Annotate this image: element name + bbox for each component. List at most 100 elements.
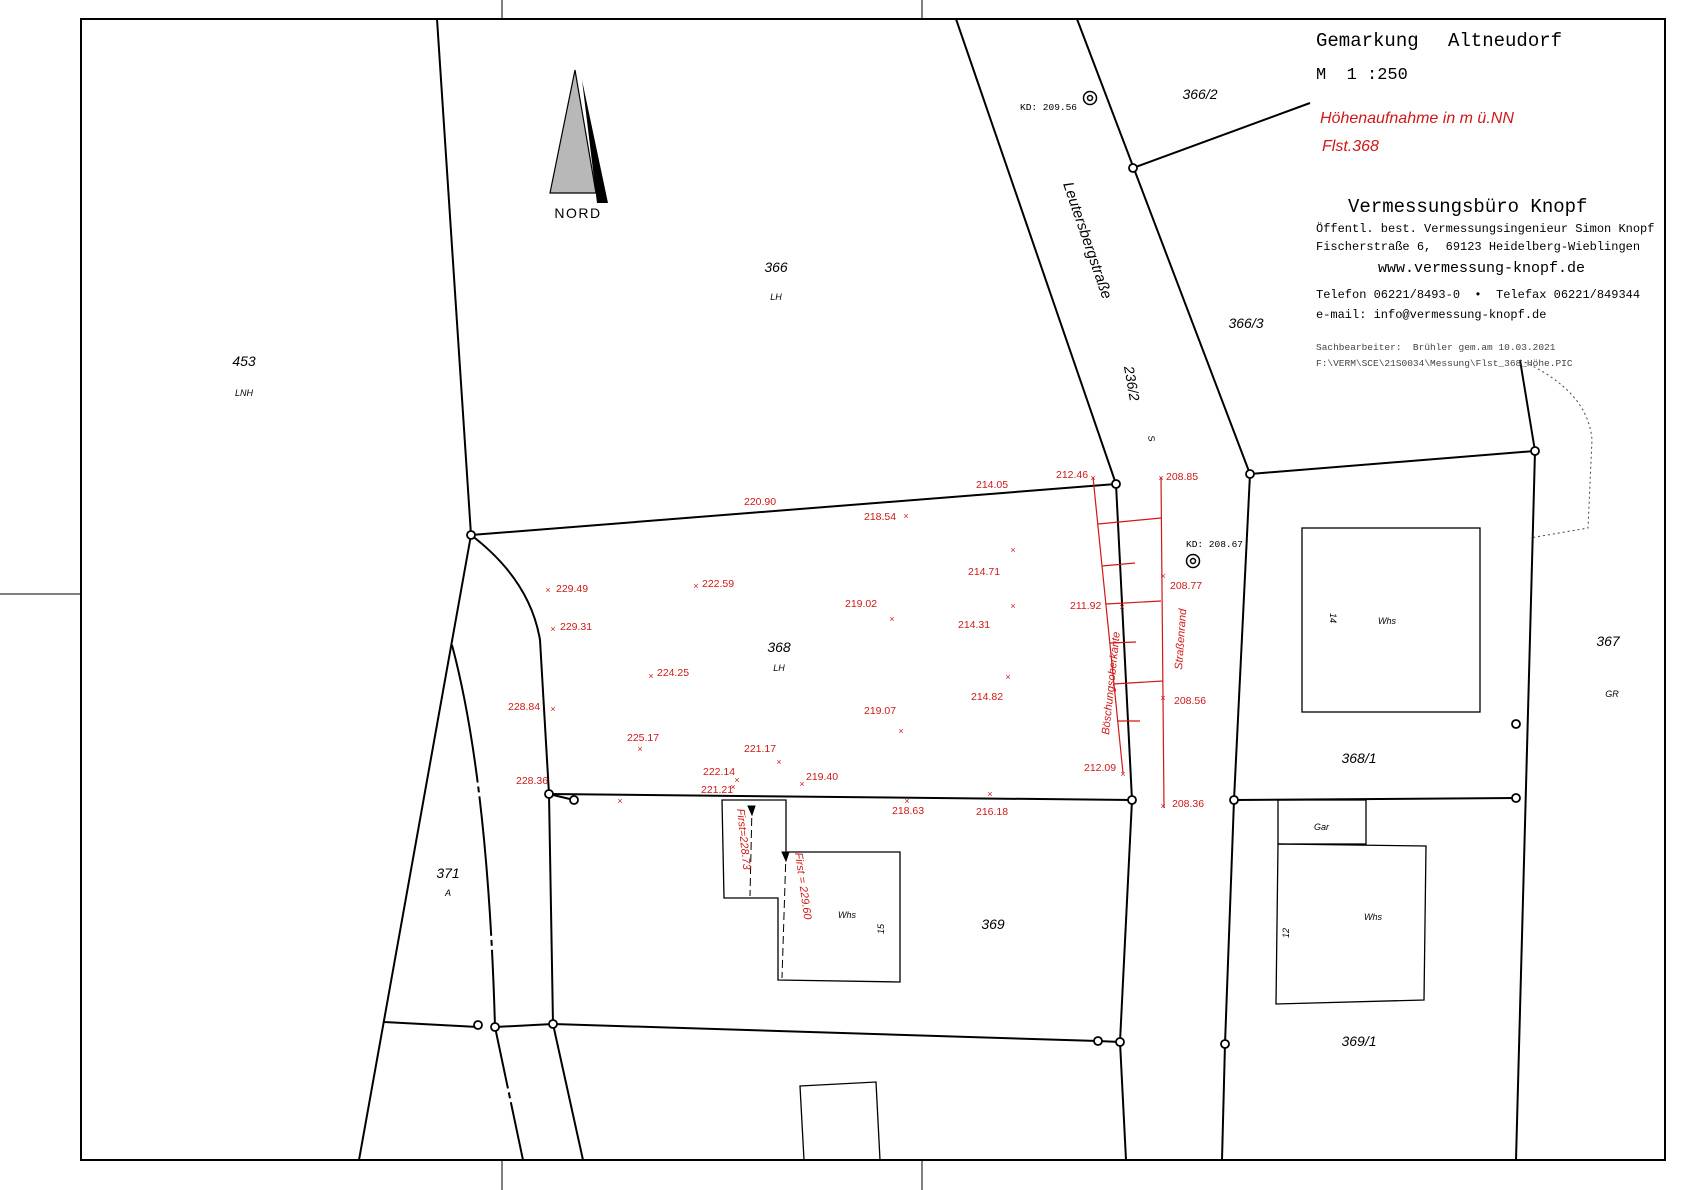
parcel-labels: 453 LNH 366 LH 366/2 366/3 236/2 S 368 L… — [232, 86, 1621, 1049]
spot-height: 228.84 — [508, 701, 540, 713]
parcel-number: 368 — [767, 639, 791, 655]
building-type: Whs — [1364, 912, 1383, 922]
parcel-number: 366 — [764, 259, 788, 275]
spot-height: 220.90 — [744, 496, 776, 508]
boundary-points — [466, 163, 1540, 1049]
spot-height: 222.59 — [702, 578, 734, 590]
north-label: NORD — [554, 205, 601, 221]
parcel-number: 368/1 — [1341, 750, 1376, 766]
gemarkung-name: Altneudorf — [1448, 30, 1563, 52]
building-labels: Whs 14 Gar Whs 12 Whs 15 — [838, 613, 1397, 938]
spot-height: 208.36 — [1172, 798, 1204, 810]
spot-height: 214.05 — [976, 479, 1008, 491]
north-arrow-shadow — [582, 80, 608, 203]
svg-text:×: × — [637, 744, 642, 754]
svg-text:×: × — [617, 796, 622, 806]
kd-label-2: KD: 208.67 — [1186, 539, 1243, 550]
gemarkung-label: Gemarkung — [1316, 30, 1419, 52]
svg-text:×: × — [889, 614, 894, 624]
office-email: e-mail: info@vermessung-knopf.de — [1316, 308, 1547, 322]
svg-text:×: × — [1120, 769, 1125, 779]
svg-text:×: × — [1119, 602, 1124, 612]
ridge-markers — [747, 805, 790, 979]
spot-height: 208.56 — [1174, 695, 1206, 707]
spot-height: 214.71 — [968, 566, 1000, 578]
map-frame — [80, 18, 1666, 1161]
building-type: Whs — [838, 910, 857, 920]
parcel-use: S — [1146, 435, 1157, 443]
svg-text:×: × — [545, 585, 550, 595]
spot-heights: 220.90 214.05 212.46 208.85 218.54 214.7… — [508, 469, 1206, 818]
svg-text:×: × — [799, 779, 804, 789]
svg-text:×: × — [734, 775, 739, 785]
svg-text:×: × — [550, 704, 555, 714]
parcel-use: GR — [1605, 689, 1619, 699]
svg-text:×: × — [1010, 545, 1015, 555]
parcel-number: 366/3 — [1228, 315, 1263, 331]
svg-text:×: × — [550, 624, 555, 634]
svg-text:×: × — [730, 782, 735, 792]
spot-height: 228.36 — [516, 775, 548, 787]
spot-height: 216.18 — [976, 806, 1008, 818]
sheet-marks — [0, 0, 923, 1190]
parcel-use: LH — [773, 663, 785, 673]
spot-height: 219.07 — [864, 705, 896, 717]
svg-text:×: × — [898, 726, 903, 736]
spot-height: 214.82 — [971, 691, 1003, 703]
building-bottom — [799, 1081, 881, 1161]
office-line1: Öffentl. best. Vermessungsingenieur Simo… — [1316, 222, 1655, 236]
spot-height-markers: ×× ×× ×× ×× ×× ×× ×× ×× ×× ×× ×× ×× ×× — [545, 473, 1165, 811]
north-arrow-needle — [549, 69, 597, 194]
svg-text:×: × — [776, 757, 781, 767]
parcel-number: 367 — [1596, 633, 1621, 649]
spot-height: 219.40 — [806, 771, 838, 783]
svg-text:×: × — [1160, 801, 1165, 811]
svg-text:×: × — [1010, 601, 1015, 611]
svg-text:×: × — [1158, 473, 1163, 483]
height-note: Höhenaufnahme in m ü.NN — [1320, 110, 1514, 127]
parcel-number: 369 — [981, 916, 1005, 932]
building-type: Whs — [1378, 616, 1397, 626]
spot-height: 225.17 — [627, 732, 659, 744]
office-clerk: Sachbearbeiter: Brühler gem.am 10.03.202… — [1316, 342, 1556, 353]
kd-label-1: KD: 209.56 — [1020, 102, 1077, 113]
svg-text:×: × — [1090, 473, 1095, 483]
office-name: Vermessungsbüro Knopf — [1348, 196, 1588, 218]
parcel-note: Flst.368 — [1322, 138, 1379, 155]
street-name: Leutersbergstraße — [1059, 180, 1115, 301]
parcel-number: 371 — [436, 865, 459, 881]
building-type: Gar — [1314, 822, 1330, 832]
building-15 — [721, 799, 901, 983]
svg-text:×: × — [904, 796, 909, 806]
parcel-number: 366/2 — [1182, 86, 1217, 102]
spot-height: 218.63 — [892, 805, 924, 817]
buildings — [721, 527, 1481, 1161]
parcel-number: 369/1 — [1341, 1033, 1376, 1049]
building-number: 12 — [1281, 928, 1291, 938]
svg-text:×: × — [693, 581, 698, 591]
svg-text:×: × — [1160, 693, 1165, 703]
svg-text:×: × — [648, 671, 653, 681]
building-garage — [1277, 799, 1367, 845]
label-first2: First = 229.60 — [792, 852, 813, 921]
survey-lines — [1092, 476, 1165, 809]
office-filepath: F:\VERM\SCE\21S0034\Messung\Flst_368_Höh… — [1316, 358, 1573, 369]
kd-markers — [1082, 90, 1201, 569]
map-scale: M 1 :250 — [1316, 66, 1408, 85]
parcel-number: 236/2 — [1121, 364, 1143, 402]
svg-text:×: × — [1160, 571, 1165, 581]
label-first1: First=228.73 — [734, 808, 752, 871]
spot-height: 222.14 — [703, 766, 735, 778]
parcel-use: LH — [770, 292, 782, 302]
building-number: 15 — [876, 923, 886, 934]
spot-height: 219.02 — [845, 598, 877, 610]
parcel-number: 453 — [232, 353, 256, 369]
svg-text:×: × — [987, 789, 992, 799]
svg-text:×: × — [903, 511, 908, 521]
spot-height: 221.21 — [701, 784, 733, 796]
north-arrow: NORD — [549, 69, 608, 221]
building-12 — [1275, 843, 1427, 1005]
parcel-boundaries — [358, 18, 1536, 1161]
building-number: 14 — [1328, 613, 1338, 623]
